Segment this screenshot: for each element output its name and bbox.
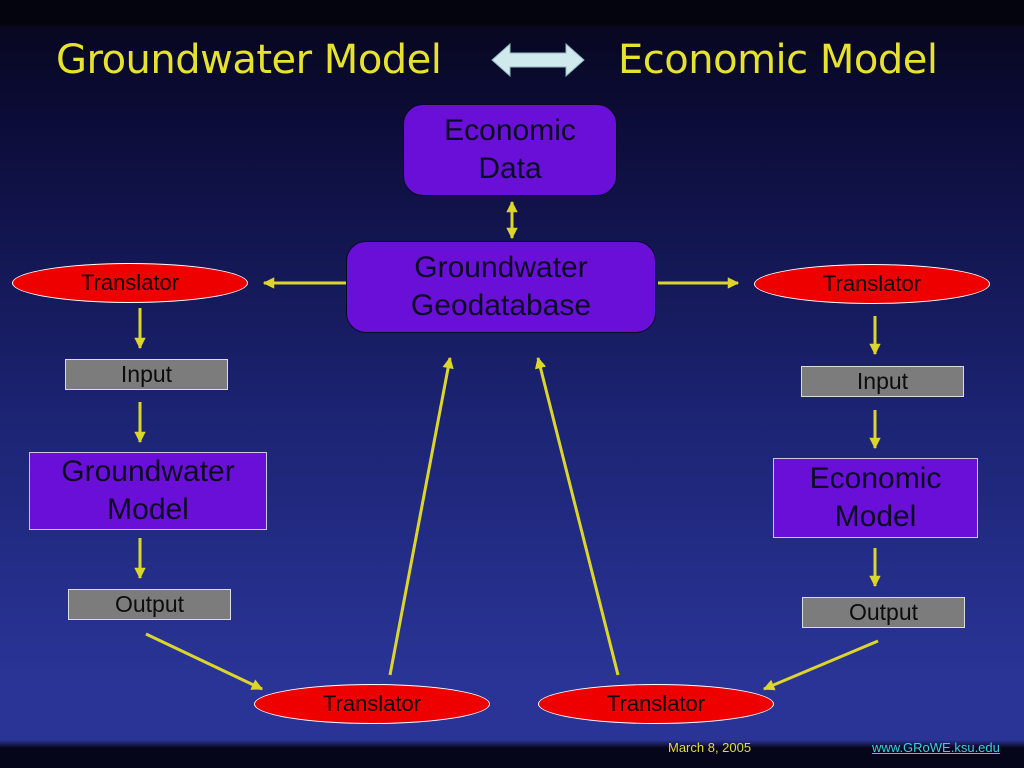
economic-data-line-1: Economic <box>444 114 576 147</box>
groundwater-model-box: Groundwater Model <box>29 452 267 530</box>
arrow-output-right-to-translator <box>762 639 879 691</box>
translator-right: Translator <box>754 264 990 304</box>
economic-model-box: Economic Model <box>773 458 978 538</box>
economic-model-line-1: Economic <box>809 462 942 495</box>
translator-bottom-left: Translator <box>254 684 490 724</box>
economic-data-line-2: Data <box>478 152 542 185</box>
groundwater-geodatabase-box: Groundwater Geodatabase <box>346 241 656 333</box>
translator-left: Translator <box>12 263 248 303</box>
arrow-translator-bottom-left-to-geodb <box>388 356 454 676</box>
translator-bottom-right: Translator <box>538 684 774 724</box>
groundwater-model-line-2: Model <box>107 493 189 526</box>
double-arrow-icon <box>491 42 585 78</box>
footer-url-link[interactable]: www.GRoWE.ksu.edu <box>872 740 1000 755</box>
groundwater-model-title: Groundwater Model <box>56 37 442 83</box>
geodatabase-line-1: Groundwater <box>414 251 588 284</box>
input-right-box: Input <box>801 366 964 397</box>
top-band <box>0 0 1024 26</box>
economic-model-line-2: Model <box>834 500 917 533</box>
economic-model-title: Economic Model <box>618 37 938 83</box>
groundwater-model-line-1: Groundwater <box>61 455 235 488</box>
arrow-output-left-to-translator <box>145 632 264 691</box>
footer-date: March 8, 2005 <box>668 740 752 755</box>
input-left-box: Input <box>65 359 228 390</box>
arrow-translator-bottom-right-to-geodb <box>534 356 620 676</box>
output-left-box: Output <box>68 589 231 620</box>
geodatabase-line-2: Geodatabase <box>410 289 592 322</box>
output-right-box: Output <box>802 597 965 628</box>
economic-data-box: Economic Data <box>403 104 617 196</box>
